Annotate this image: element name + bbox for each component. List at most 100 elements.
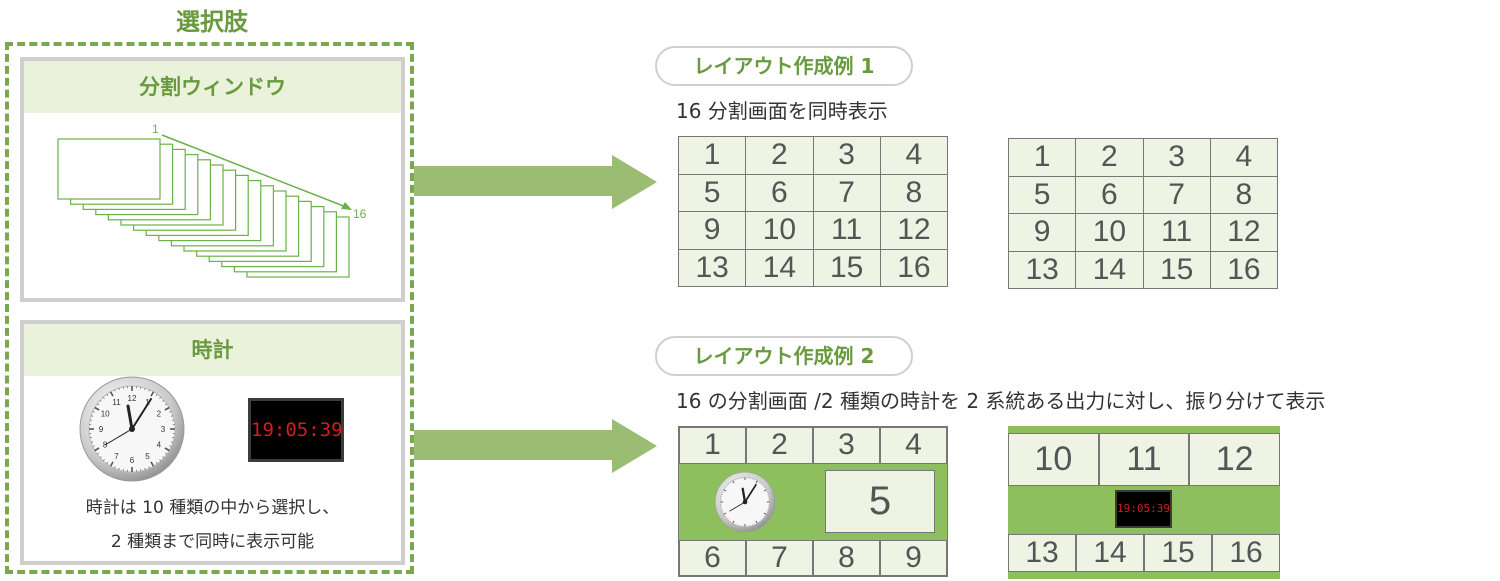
- grid-cell: 12: [1209, 213, 1279, 252]
- grid-cell: 5: [677, 173, 747, 212]
- clock-tick: [103, 396, 105, 399]
- clock-numeral: 3: [161, 425, 166, 434]
- grid-cell: 4: [1209, 138, 1279, 177]
- grid-cell: 9: [677, 211, 747, 250]
- clock-tick: [164, 447, 170, 452]
- clock-tick: [159, 459, 161, 462]
- clock-tick: [164, 406, 170, 411]
- clock-tick: [106, 461, 109, 464]
- layout2-left-bottom-row: 6 7 8 9: [679, 540, 947, 576]
- clock-tick: [723, 489, 727, 492]
- arrow-to-layout1-shaft: [414, 166, 614, 196]
- clock-tick: [148, 466, 150, 469]
- cell: 14: [1076, 534, 1144, 572]
- cell: 8: [813, 540, 880, 576]
- clock-tick: [170, 415, 173, 417]
- arrow-to-layout2-shaft: [414, 430, 614, 460]
- clock-tick: [109, 461, 114, 467]
- cascade-window: [57, 138, 161, 200]
- layout2-right-top-strip: [1008, 426, 1280, 433]
- clock-tick: [758, 520, 760, 523]
- grid-cell: 7: [1142, 175, 1211, 214]
- grid-cell: 12: [879, 211, 949, 250]
- clock-tick: [164, 403, 167, 406]
- grid-cell: 2: [745, 136, 814, 175]
- cell: 4: [880, 427, 947, 464]
- clock-tick: [755, 520, 758, 524]
- clock-tick: [94, 406, 100, 411]
- options-title: 選択肢: [176, 8, 248, 36]
- clock-numeral: 11: [112, 398, 121, 407]
- clock-caption-line1: 時計は 10 種類の中から選択し、: [85, 498, 340, 518]
- grid-cell: 6: [1075, 175, 1144, 214]
- clock-tick: [150, 391, 155, 397]
- layout1-heading: レイアウト作成例 1: [655, 46, 913, 86]
- grid-cell: 16: [1209, 250, 1279, 289]
- clock-tick: [723, 512, 727, 515]
- clock-tick: [118, 467, 120, 470]
- clock-caption-line2: 2 種類まで同時に表示可能: [110, 532, 315, 552]
- split-window-header: 分割ウィンドウ: [24, 61, 401, 113]
- analog-clock-small: [714, 471, 776, 533]
- clock-tick: [148, 389, 150, 392]
- clock-tick: [730, 481, 732, 484]
- clock-tick: [106, 394, 109, 397]
- clock-tick: [92, 445, 95, 447]
- layout2-heading: レイアウト作成例 2: [655, 336, 913, 376]
- cell: 1: [679, 427, 746, 464]
- grid-cell: 2: [1075, 138, 1144, 177]
- grid-cell: 11: [812, 211, 881, 250]
- clock-tick: [760, 483, 762, 485]
- grid-cell: 3: [1142, 138, 1211, 177]
- clock-numeral: 5: [145, 452, 150, 461]
- grid-cell: 9: [1007, 213, 1077, 252]
- clock-tick: [732, 480, 735, 484]
- clock-tick: [763, 512, 767, 515]
- clock-header: 時計: [24, 324, 401, 376]
- analog-clock-large: 121234567891011: [79, 376, 185, 482]
- grid-cell: 1: [677, 136, 747, 175]
- cell: 6: [679, 540, 746, 576]
- clock-tick: [155, 394, 158, 397]
- grid-cell: 13: [1007, 250, 1077, 289]
- clock-tick: [732, 520, 735, 524]
- cell: 16: [1212, 534, 1280, 572]
- clock-tick: [97, 403, 100, 406]
- clock-numeral: 12: [128, 394, 137, 403]
- cascade-start-label: 1: [152, 122, 159, 136]
- clock-tick: [755, 480, 758, 484]
- clock-tick: [724, 487, 727, 489]
- grid-cell: 6: [745, 173, 814, 212]
- clock-tick: [162, 456, 165, 458]
- clock-tick: [726, 517, 728, 519]
- clock-tick: [159, 396, 161, 399]
- clock-tick: [728, 519, 730, 521]
- clock-tick: [763, 515, 766, 517]
- clock-numeral: 6: [130, 456, 135, 465]
- clock-tick: [92, 411, 95, 413]
- clock-tick: [144, 467, 146, 470]
- clock-tick: [109, 391, 114, 397]
- grid-cell: 13: [677, 248, 747, 287]
- clock-tick: [763, 487, 766, 489]
- clock-tick: [114, 389, 116, 392]
- cell: 7: [746, 540, 813, 576]
- digital-clock-small: 19:05:39: [1115, 490, 1172, 528]
- clock-tick: [97, 452, 100, 455]
- clock-numeral: 9: [99, 425, 104, 434]
- grid-cell: 10: [745, 211, 814, 250]
- cascade-windows-illustration: 1 16: [57, 122, 367, 278]
- cascade-end-label: 16: [353, 207, 367, 221]
- grid-cell: 8: [879, 173, 949, 212]
- clock-numeral: 4: [157, 441, 162, 450]
- clock-tick: [164, 452, 167, 455]
- clock-tick: [726, 485, 728, 487]
- clock-tick: [118, 388, 120, 391]
